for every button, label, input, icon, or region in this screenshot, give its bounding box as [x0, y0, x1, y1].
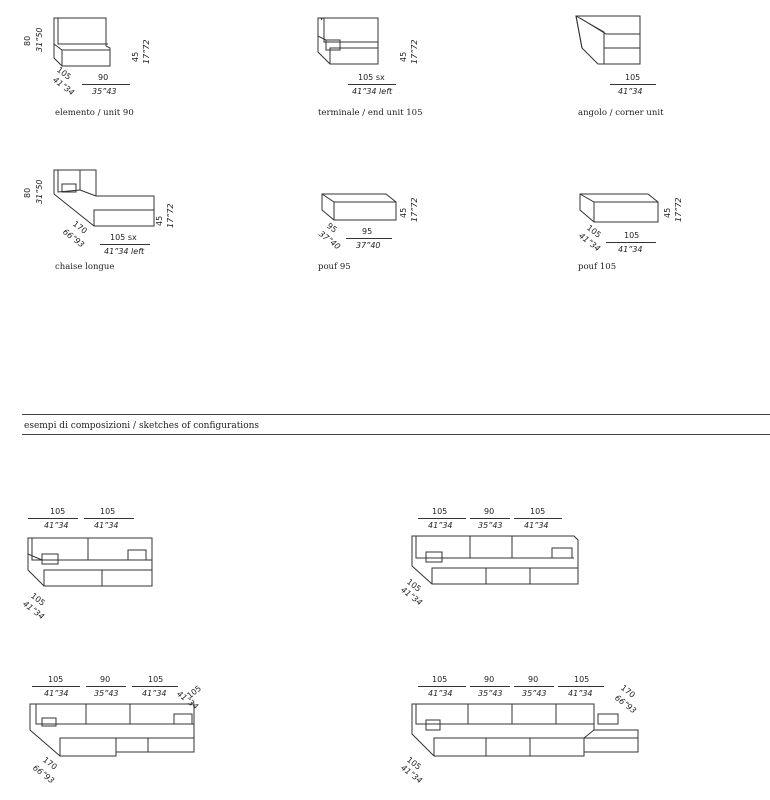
width-cm: 105 — [148, 675, 164, 684]
width-in: 37”40 — [356, 241, 381, 250]
section-title: esempi di composizioni / sketches of con… — [24, 421, 260, 431]
width-in: 41”34 left — [104, 247, 145, 256]
width-cm: 90 — [528, 675, 539, 684]
width-in: 35”43 — [94, 689, 119, 698]
width-cm: 105 — [625, 73, 641, 82]
width-cm: 105 — [530, 507, 546, 516]
width-cm: 105 sx — [110, 233, 137, 242]
width-in: 41”34 — [618, 87, 643, 96]
width-in: 41”34 — [618, 245, 643, 254]
config-1-sketch — [24, 534, 160, 590]
unit-caption: terminale / end unit 105 — [318, 108, 423, 118]
seat-cm: 45 — [399, 51, 408, 62]
width-in: 41”34 — [94, 521, 119, 530]
unit-caption: chaise longue — [55, 262, 115, 272]
width-cm: 95 — [362, 227, 373, 236]
height-cm: 80 — [23, 187, 32, 198]
width-cm: 105 — [100, 507, 116, 516]
width-cm: 90 — [98, 73, 109, 82]
width-in: 41”34 — [142, 689, 167, 698]
seat-cm: 45 — [399, 207, 408, 218]
width-in: 35”43 — [92, 87, 117, 96]
unit-caption: angolo / corner unit — [578, 108, 664, 118]
pouf95-sketch — [316, 190, 400, 224]
height-in: 31”50 — [35, 179, 44, 204]
unit-caption: pouf 95 — [318, 262, 351, 272]
width-cm: 105 — [432, 507, 448, 516]
seat-cm: 45 — [663, 207, 672, 218]
config-2-sketch — [406, 532, 582, 588]
width-in: 41”34 — [524, 521, 549, 530]
width-cm: 90 — [100, 675, 111, 684]
width-cm: 105 — [432, 675, 448, 684]
seat-in: 17”72 — [410, 197, 419, 222]
seat-in: 17”72 — [410, 39, 419, 64]
depth-in: 37”40 — [317, 229, 342, 252]
width-in: 41”34 — [44, 521, 69, 530]
width-cm: 90 — [484, 507, 495, 516]
section-rule-top — [22, 414, 770, 415]
width-in: 35”43 — [522, 689, 547, 698]
config-3-sketch — [26, 700, 204, 760]
unit-caption: elemento / unit 90 — [55, 108, 134, 118]
width-in: 35”43 — [478, 689, 503, 698]
width-in: 35”43 — [478, 521, 503, 530]
width-cm: 105 — [50, 507, 66, 516]
width-in: 41”34 left — [352, 87, 393, 96]
seat-cm: 45 — [155, 215, 164, 226]
width-in: 41”34 — [428, 689, 453, 698]
terminale-sketch — [308, 14, 398, 74]
chaise-sketch — [44, 166, 156, 228]
width-in: 41”34 — [568, 689, 593, 698]
width-cm: 105 — [574, 675, 590, 684]
seat-in: 17”72 — [166, 203, 175, 228]
pouf105-sketch — [574, 190, 664, 226]
width-cm: 105 — [624, 231, 640, 240]
width-in: 41”34 — [44, 689, 69, 698]
height-cm: 80 — [23, 35, 32, 46]
width-cm: 90 — [484, 675, 495, 684]
seat-cm: 45 — [131, 51, 140, 62]
section-rule-bottom — [22, 434, 770, 435]
seat-in: 17”72 — [142, 39, 151, 64]
angolo-sketch — [570, 12, 660, 74]
unit-caption: pouf 105 — [578, 262, 617, 272]
width-cm: 105 sx — [358, 73, 385, 82]
height-in: 31”50 — [35, 27, 44, 52]
seat-in: 17”72 — [674, 197, 683, 222]
width-in: 41”34 — [428, 521, 453, 530]
elemento-sketch — [40, 14, 130, 74]
width-cm: 105 — [48, 675, 64, 684]
config-4-sketch — [406, 700, 642, 760]
